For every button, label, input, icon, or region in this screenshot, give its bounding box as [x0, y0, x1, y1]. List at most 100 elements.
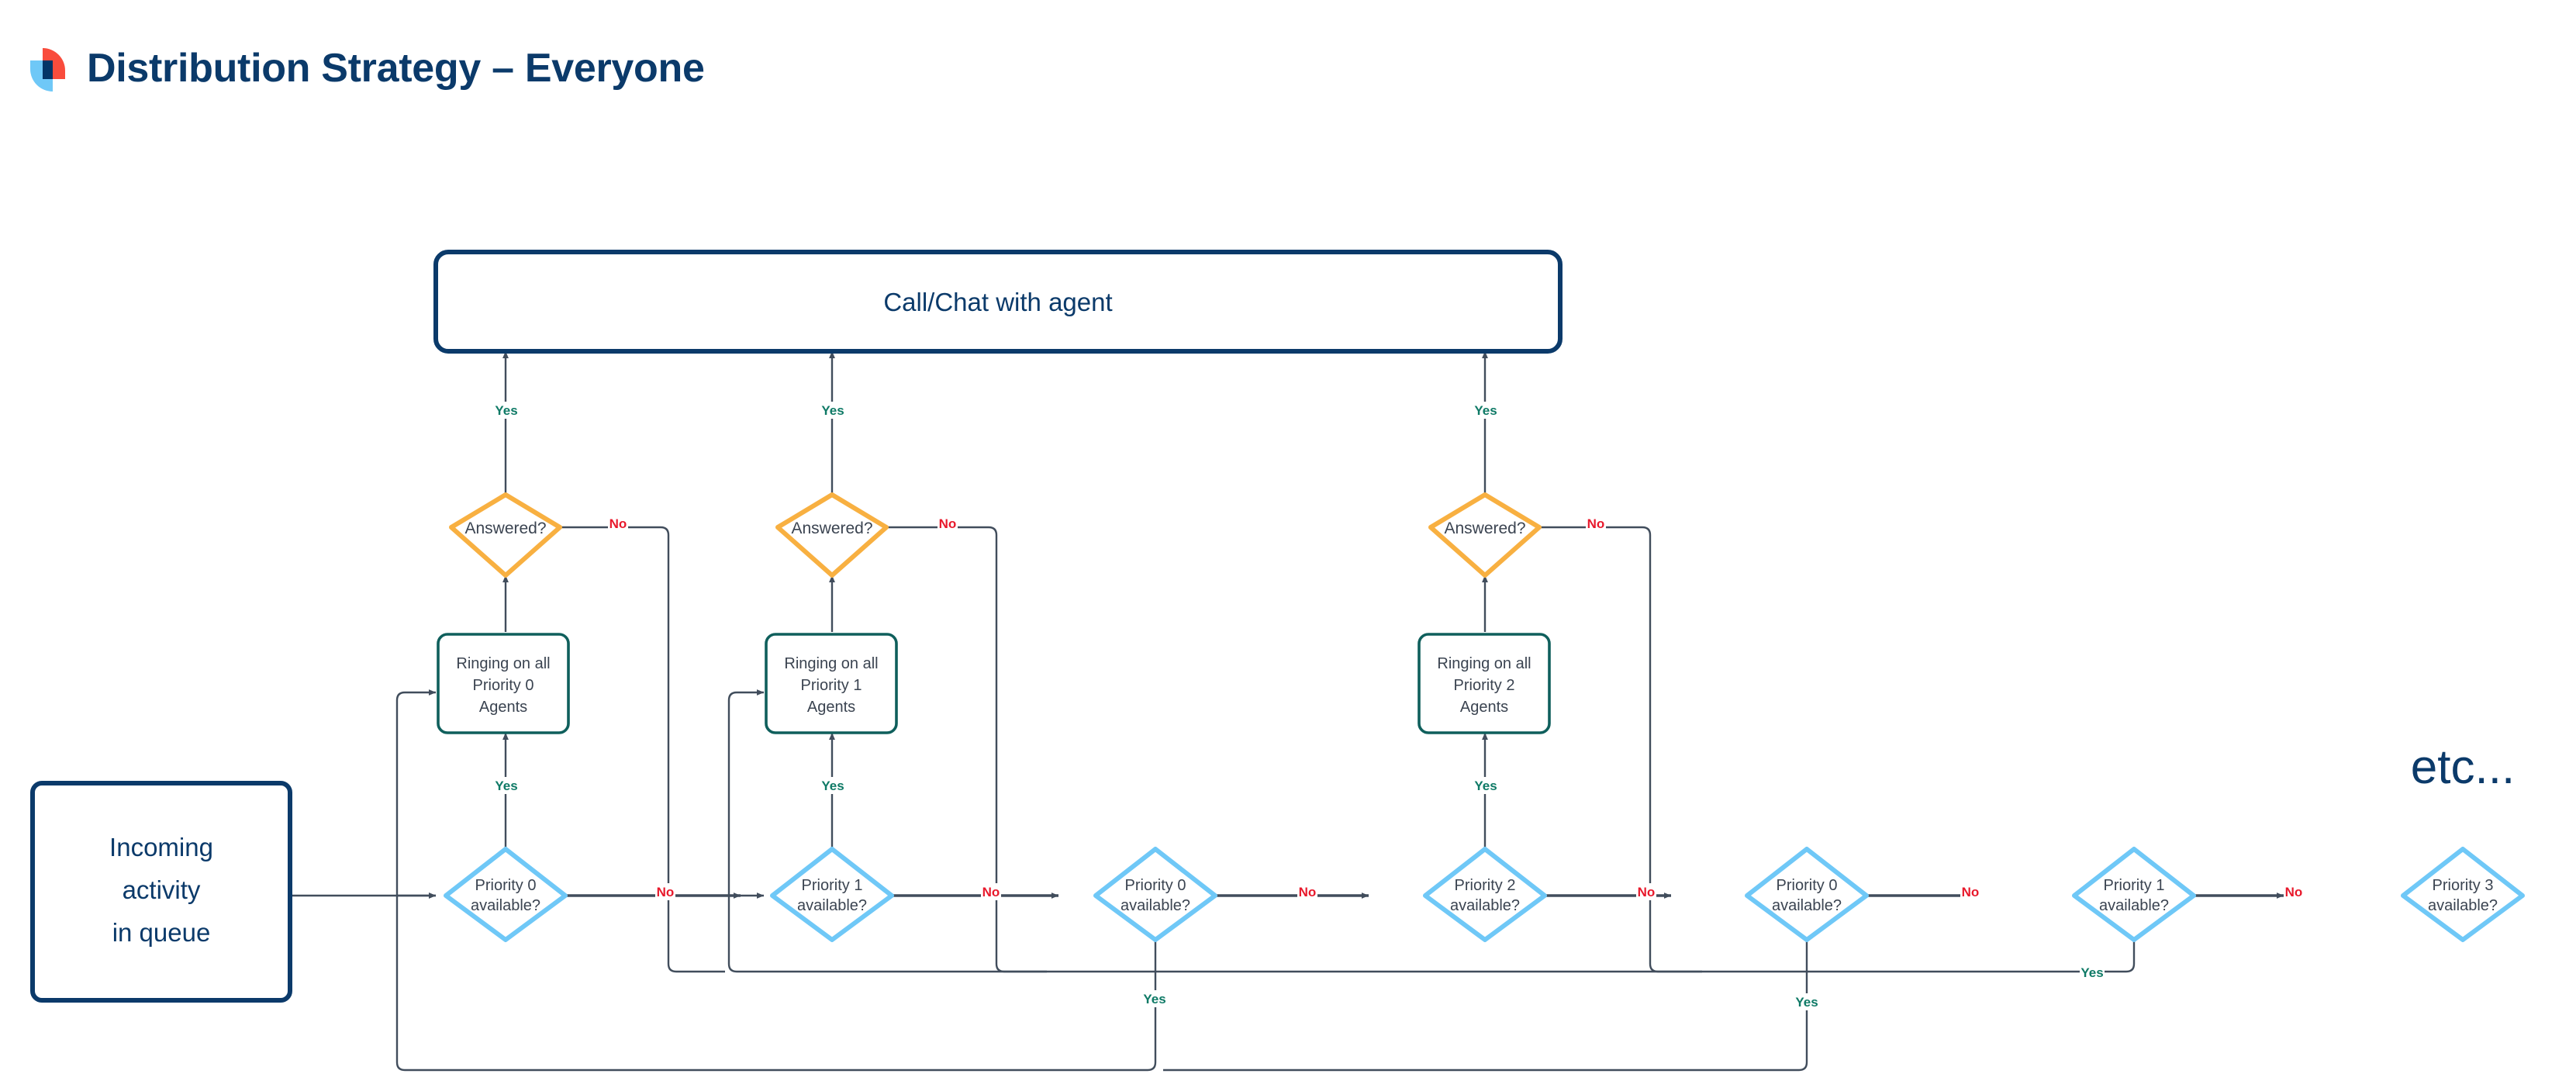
edge-p0c-yes-loop: [1163, 938, 1808, 1072]
no-bg-4: [655, 883, 675, 900]
ringing-2-line1: Ringing on all: [1437, 655, 1531, 672]
p1b-diamond[interactable]: [2072, 847, 2196, 942]
yes-bg-3: [1473, 402, 1498, 419]
p0a-line2: available?: [471, 897, 540, 914]
answered-2-label: Answered?: [1444, 520, 1525, 537]
brand-logo-icon: [29, 45, 65, 91]
ringing-1-line3: Agents: [807, 699, 855, 716]
edge-label-yes-p1b: Yes: [2080, 965, 2103, 980]
edge-answered2-no: [1539, 526, 1702, 973]
node-incoming-activity[interactable]: Incoming activity in queue: [30, 781, 292, 1003]
answered-0-label: Answered?: [464, 520, 546, 537]
node-ringing-priority-1[interactable]: Ringing on all Priority 1 Agents: [765, 633, 898, 734]
p1b-line1: Priority 1: [2104, 877, 2165, 894]
p1a-line2: available?: [797, 897, 867, 914]
no-bg-3: [1586, 515, 1606, 532]
node-priority-1-available-b[interactable]: Priority 1 available?: [2072, 847, 2196, 942]
no-bg-8: [1960, 883, 1980, 900]
p3a-diamond[interactable]: [2401, 847, 2525, 942]
edge-label-no-p0b: No: [1299, 885, 1317, 899]
edge-label-no-answered0: No: [609, 516, 627, 531]
no-bg-1: [608, 515, 628, 532]
etc-annotation: etc...: [2411, 741, 2515, 794]
incoming-activity-line2: activity: [123, 875, 201, 904]
call-chat-label: Call/Chat with agent: [883, 288, 1112, 316]
edge-answered1-no: [886, 526, 1047, 973]
ringing-1-line2: Priority 1: [801, 677, 862, 694]
p0b-diamond[interactable]: [1093, 847, 1217, 942]
logo-overlap-shape: [43, 60, 53, 79]
edge-label-yes-p1a: Yes: [821, 779, 844, 793]
ringing-2-box[interactable]: [1417, 633, 1551, 734]
ringing-0-line2: Priority 0: [473, 677, 534, 694]
incoming-activity-line1: Incoming: [109, 833, 213, 861]
yes-bg-9: [2080, 964, 2105, 981]
node-answered-2[interactable]: Answered?: [1428, 492, 1542, 578]
yes-bg-4: [494, 777, 519, 794]
node-ringing-priority-2[interactable]: Ringing on all Priority 2 Agents: [1417, 633, 1551, 734]
p0a-line1: Priority 0: [475, 877, 537, 894]
edge-label-layer: Yes Yes Yes No No No Yes Yes Yes No No: [494, 402, 2304, 1010]
edge-label-no-p0c: No: [1962, 885, 1980, 899]
ringing-2-line2: Priority 2: [1454, 677, 1515, 694]
edge-label-no-answered2: No: [1587, 516, 1605, 531]
no-bg-9: [2284, 883, 2304, 900]
edge-label-yes-p0b: Yes: [1143, 992, 1165, 1006]
call-chat-box[interactable]: [433, 250, 1563, 354]
ringing-2-line3: Agents: [1460, 699, 1508, 716]
edge-layer: [292, 350, 2284, 1072]
no-bg-7: [1636, 883, 1656, 900]
answered-2-diamond[interactable]: [1428, 492, 1542, 578]
ringing-1-box[interactable]: [765, 633, 898, 734]
no-bg-5: [981, 883, 1001, 900]
p0b-line1: Priority 0: [1125, 877, 1186, 894]
edge-p1b-yes-loop: [727, 689, 2136, 973]
node-answered-1[interactable]: Answered?: [775, 492, 889, 578]
incoming-activity-line3: in queue: [112, 918, 211, 947]
yes-bg-2: [820, 402, 845, 419]
node-priority-0-available-c[interactable]: Priority 0 available?: [1745, 847, 1869, 942]
p0c-diamond[interactable]: [1745, 847, 1869, 942]
p0a-diamond[interactable]: [444, 847, 568, 942]
node-priority-2-available-a[interactable]: Priority 2 available?: [1423, 847, 1547, 942]
node-call-chat-with-agent[interactable]: Call/Chat with agent: [433, 250, 1563, 354]
edge-label-no-answered1: No: [939, 516, 957, 531]
node-answered-0[interactable]: Answered?: [449, 492, 562, 578]
p3a-line2: available?: [2428, 897, 2498, 914]
p2a-line2: available?: [1450, 897, 1520, 914]
edge-label-no-p0a: No: [657, 885, 675, 899]
p1a-diamond[interactable]: [770, 847, 894, 942]
yes-bg-5: [820, 777, 845, 794]
yes-bg-6: [1473, 777, 1498, 794]
edge-label-yes-answered1: Yes: [821, 403, 844, 418]
edge-answered0-no: [560, 526, 725, 973]
p2a-line1: Priority 2: [1455, 877, 1516, 894]
page-header: Distribution Strategy – Everyone: [29, 45, 705, 91]
yes-bg-7: [1142, 990, 1167, 1007]
answered-1-label: Answered?: [791, 520, 872, 537]
node-ringing-priority-0[interactable]: Ringing on all Priority 0 Agents: [437, 633, 570, 734]
node-priority-0-available-a[interactable]: Priority 0 available?: [444, 847, 568, 942]
p2a-diamond[interactable]: [1423, 847, 1547, 942]
node-priority-3-available-a[interactable]: Priority 3 available?: [2401, 847, 2525, 942]
ringing-0-box[interactable]: [437, 633, 570, 734]
p0c-line2: available?: [1772, 897, 1842, 914]
edge-label-yes-p0c: Yes: [1795, 995, 1818, 1010]
node-priority-1-available-a[interactable]: Priority 1 available?: [770, 847, 894, 942]
no-bg-2: [938, 515, 958, 532]
edge-label-no-p1b: No: [2285, 885, 2303, 899]
answered-1-diamond[interactable]: [775, 492, 889, 578]
edge-label-yes-answered0: Yes: [495, 403, 517, 418]
answered-0-diamond[interactable]: [449, 492, 562, 578]
p0b-line2: available?: [1121, 897, 1190, 914]
page-title: Distribution Strategy – Everyone: [87, 46, 705, 91]
ringing-0-line1: Ringing on all: [456, 655, 550, 672]
edge-p0b-yes-loop: [395, 689, 1157, 1072]
node-priority-0-available-b[interactable]: Priority 0 available?: [1093, 847, 1217, 942]
edge-label-no-p1a: No: [982, 885, 1000, 899]
p1a-line1: Priority 1: [802, 877, 863, 894]
edge-label-no-p2a: No: [1638, 885, 1656, 899]
incoming-activity-box[interactable]: [30, 781, 292, 1003]
